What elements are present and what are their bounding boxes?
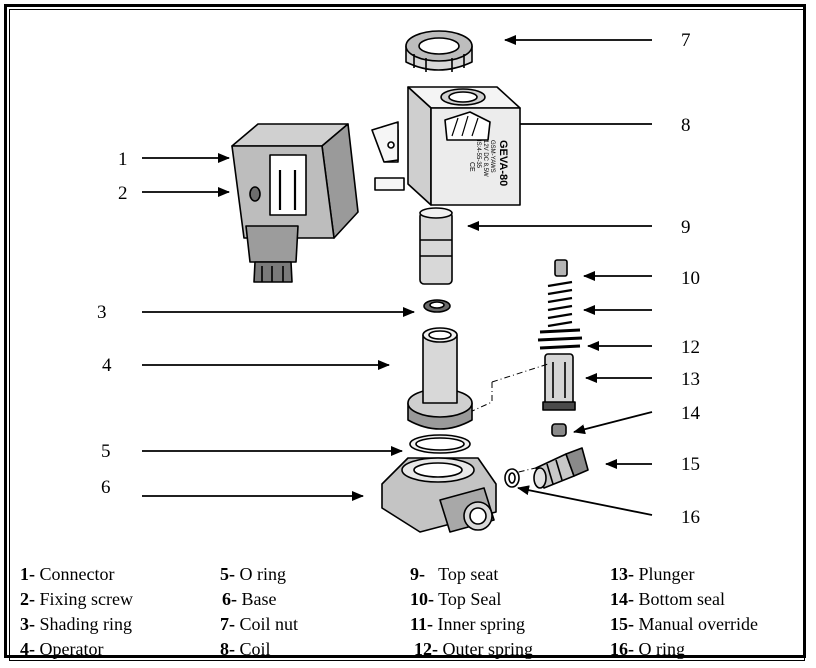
callout-16: 16 [681,507,700,528]
bottom-seal-part [551,423,567,437]
shading-ring-part [423,299,451,313]
legend-item-12: 12- Outer spring [414,639,533,659]
legend-item-10: 10- Top Seal [410,589,502,609]
coil-label: GEVA-80 GSM-YAWS 12V DC 8,5W IS:4-55-35 … [468,140,509,186]
outer-spring-part [537,328,583,350]
top-seal-part [547,259,573,328]
callout-8: 8 [681,115,691,136]
legend-item-13: 13- Plunger [610,564,695,584]
legend-item-1: 1- Connector [20,564,115,584]
callout-3: 3 [97,302,107,323]
assembly-line-upper [469,382,493,413]
small-o-ring-part [504,468,520,488]
coil-part [371,86,521,206]
callout-12: 12 [681,337,700,358]
callout-14: 14 [681,403,701,424]
manual-override-part [533,447,589,489]
svg-text:CE: CE [468,162,475,172]
callout-6: 6 [101,477,111,498]
legend-item-8: 8- Coil [220,639,271,659]
callout-10: 10 [681,268,700,289]
legend-item-7: 7- Coil nut [220,614,299,634]
legend-item-2: 2- Fixing screw [20,589,133,609]
operator-part [407,327,473,430]
legend-item-4: 4- Operator [20,639,104,659]
svg-text:GEVA-80: GEVA-80 [497,140,509,186]
svg-text:GSM-YAWS: GSM-YAWS [489,140,495,173]
legend-item-14: 14- Bottom seal [610,589,725,609]
inner-frame [9,9,805,661]
legend-item-11: 11- Inner spring [410,614,525,634]
coil-nut-part [405,30,473,72]
connector-part [231,123,359,283]
plunger-part [542,353,576,411]
legend-item-16: 16- O ring [610,639,685,659]
callout-4: 4 [102,355,112,376]
arrow-14 [573,411,653,435]
legend-item-6: 6- Base [222,589,277,609]
svg-text:IS:4-55-35: IS:4-55-35 [475,140,481,169]
callout-1: 1 [118,149,128,170]
top-seat-part [419,207,453,285]
callout-13: 13 [681,369,700,390]
legend-item-9: 9- Top seat [410,564,499,584]
legend-item-3: 3- Shading ring [20,614,132,634]
callout-15: 15 [681,454,700,475]
legend-item-15: 15- Manual override [610,614,758,634]
callout-5: 5 [101,441,111,462]
callout-7: 7 [681,30,691,51]
callout-2: 2 [118,183,128,204]
arrow-16 [517,485,653,516]
legend-item-5: 5- O ring [220,564,286,584]
svg-text:12V DC 8,5W: 12V DC 8,5W [482,140,488,177]
base-part [381,457,497,533]
o-ring-part [409,434,471,454]
callout-9: 9 [681,217,691,238]
